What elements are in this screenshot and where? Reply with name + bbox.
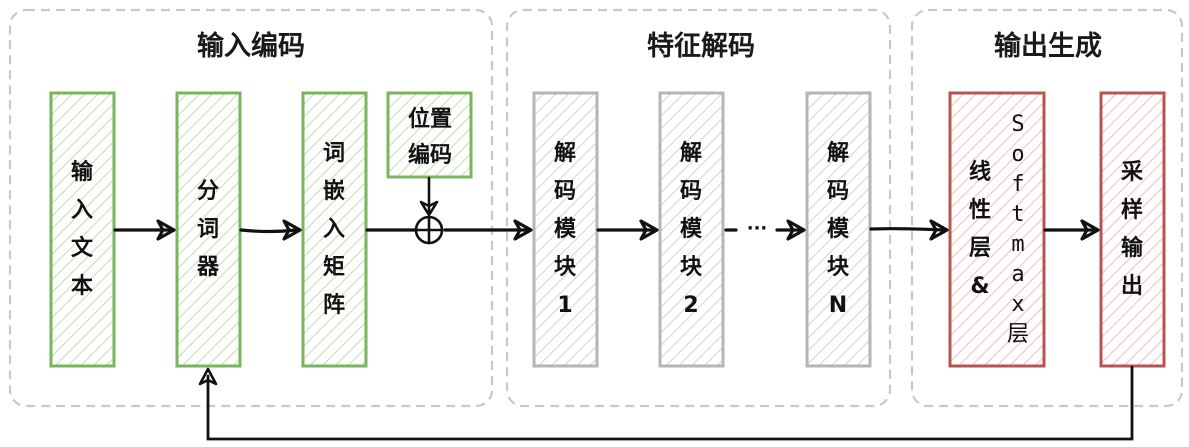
label-char: 块 xyxy=(827,255,850,280)
label-char: 文 xyxy=(71,235,94,261)
label-char: 线 xyxy=(969,159,991,185)
label-char: 出 xyxy=(1121,274,1143,299)
label-char: 性 xyxy=(969,198,991,223)
node-label-sampling-output: 采样输出 xyxy=(1121,160,1144,299)
node-box-positional-encoding[interactable] xyxy=(386,91,473,179)
ellipsis-icon: ··· xyxy=(747,218,768,239)
edge-input-to-tokenizer xyxy=(113,219,176,241)
group-feature-decoding: 特征解码 xyxy=(505,8,892,408)
edge-decodern-to-linear xyxy=(869,219,949,241)
node-tokenizer[interactable]: 分词器 xyxy=(175,91,242,368)
add-operator-cross xyxy=(414,215,444,245)
label-char: 分 xyxy=(197,179,219,204)
edge-linear-to-sampling xyxy=(1043,219,1100,241)
label-char: t xyxy=(1011,202,1024,227)
label-char: 入 xyxy=(71,198,93,223)
label-char: 解 xyxy=(554,140,576,166)
label-char: 码 xyxy=(554,179,576,204)
edge-feedback-sampling-to-tokenizer xyxy=(198,365,1134,441)
label-char: & xyxy=(970,274,989,299)
label-char: 词 xyxy=(197,217,219,242)
node-decoder-block-1[interactable]: 解码模块 1 xyxy=(532,91,599,368)
label-char: 矩 xyxy=(323,254,345,280)
label-char: 解 xyxy=(827,140,849,166)
label-char: 样 xyxy=(1121,197,1143,223)
label-char: 2 xyxy=(683,293,698,318)
label-char: 嵌 xyxy=(323,178,345,204)
node-label-positional-line1: 位置 xyxy=(408,106,452,132)
group-box-output-generation xyxy=(910,8,1184,408)
label-char: m xyxy=(1011,232,1024,257)
label-char: f xyxy=(1011,172,1024,197)
edge-positional-to-add xyxy=(419,176,439,217)
node-label-decoder-2: 解码模块 2 xyxy=(680,140,703,318)
label-char: 模 xyxy=(680,217,703,242)
label-char: 层 xyxy=(969,236,991,261)
label-char: 输 xyxy=(1121,235,1144,261)
label-char: 阵 xyxy=(323,292,345,318)
edge-embedding-to-decoder1 xyxy=(365,219,533,241)
label-char: 入 xyxy=(323,217,345,242)
label-char: 码 xyxy=(680,179,702,204)
group-output-generation: 输出生成 xyxy=(910,8,1184,408)
edge-decoder2-to-decodern: ··· xyxy=(724,218,806,241)
node-box-input-text[interactable] xyxy=(49,91,116,368)
node-sampling-output[interactable]: 采样输出 xyxy=(1099,91,1166,368)
group-box-input-encoding xyxy=(8,8,494,408)
label-char: N xyxy=(829,293,847,318)
edge-decoder1-to-decoder2 xyxy=(596,219,659,241)
node-label-tokenizer: 分词器 xyxy=(196,179,220,280)
label-char: 器 xyxy=(196,255,220,280)
node-box-decoder-2[interactable] xyxy=(658,91,725,368)
label-char: x xyxy=(1011,292,1024,317)
label-char: a xyxy=(1011,262,1024,287)
label-char: 层 xyxy=(1007,322,1029,347)
node-label-embedding-matrix: 词嵌入矩阵 xyxy=(323,141,345,318)
label-char: 本 xyxy=(71,274,93,299)
group-title-output-generation: 输出生成 xyxy=(994,30,1102,62)
label-char: 模 xyxy=(554,217,577,242)
label-char: 码 xyxy=(827,179,849,204)
label-char: S xyxy=(1011,112,1024,137)
node-embedding-matrix[interactable]: 词嵌入矩阵 xyxy=(301,91,368,368)
label-char: 解 xyxy=(680,140,702,166)
edge-tokenizer-to-embedding xyxy=(239,219,302,241)
node-label-input-text: 输入文本 xyxy=(71,159,94,299)
node-decoder-block-2[interactable]: 解码模块 2 xyxy=(658,91,725,368)
group-title-input-encoding: 输入编码 xyxy=(197,30,305,62)
node-positional-encoding[interactable]: 位置 编码 xyxy=(386,91,473,179)
node-label-decoder-1: 解码模块 1 xyxy=(554,140,577,318)
label-char: 模 xyxy=(827,217,850,242)
node-input-text[interactable]: 输入文本 xyxy=(49,91,116,368)
node-box-linear-softmax[interactable] xyxy=(948,91,1046,368)
node-label-linear-col: 线性层 & xyxy=(969,159,991,299)
node-box-embedding-matrix[interactable] xyxy=(301,91,368,368)
label-char: 词 xyxy=(323,141,345,166)
label-char: 采 xyxy=(1121,160,1143,185)
label-char: 块 xyxy=(554,255,577,280)
label-char: 输 xyxy=(71,159,94,185)
group-title-feature-decoding: 特征解码 xyxy=(647,31,755,62)
label-char: o xyxy=(1011,142,1024,167)
node-label-positional-line2: 编码 xyxy=(408,142,452,168)
label-char: 1 xyxy=(557,293,572,318)
group-box-feature-decoding xyxy=(505,8,892,408)
label-char: 块 xyxy=(680,255,703,280)
group-input-encoding: 输入编码 xyxy=(8,8,494,408)
add-operator xyxy=(414,215,444,245)
node-box-sampling-output[interactable] xyxy=(1099,91,1166,368)
